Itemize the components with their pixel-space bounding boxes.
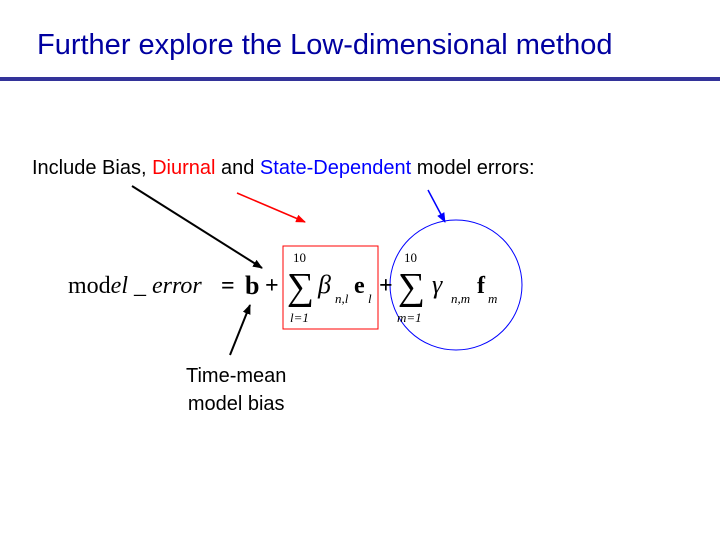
- time-mean-arrow: [229, 304, 251, 356]
- beta-symbol: β: [318, 270, 331, 299]
- title-divider: [0, 77, 720, 81]
- time-mean-label: Time-mean model bias: [186, 362, 286, 418]
- intro-diurnal: Diurnal: [152, 157, 216, 179]
- e-vector: e: [354, 273, 365, 299]
- slide-title: Further explore the Low-dimensional meth…: [37, 29, 613, 61]
- state-ellipse: [389, 219, 523, 351]
- bias-arrow: [131, 185, 263, 269]
- time-mean-label-line1: Time-mean: [186, 365, 287, 387]
- intro-suffix: model errors:: [411, 157, 535, 179]
- plus-sign-1: +: [265, 273, 279, 299]
- intro-prefix: Include Bias,: [32, 157, 153, 179]
- plus-sign-2: +: [379, 273, 393, 299]
- diurnal-sum-lower: l=1: [290, 310, 309, 325]
- diurnal-sum-icon: ∑: [287, 266, 315, 308]
- lhs-italic: el _ error: [110, 273, 202, 299]
- lhs-upright: mod: [68, 273, 111, 299]
- state-arrow: [427, 189, 446, 223]
- equals-sign: =: [221, 273, 235, 299]
- diurnal-sum-upper: 10: [293, 250, 306, 265]
- intro-and: and: [215, 157, 260, 179]
- equation-lhs: model _ error: [68, 274, 202, 298]
- e-subscript: l: [368, 291, 372, 306]
- diurnal-box: [282, 245, 379, 330]
- bias-vector: b: [245, 271, 260, 300]
- f-vector: f: [477, 273, 485, 299]
- intro-text: Include Bias, Diurnal and State-Dependen…: [32, 158, 535, 178]
- state-sum-lower: m=1: [397, 310, 422, 325]
- gamma-symbol: γ: [432, 270, 443, 299]
- time-mean-label-line2: model bias: [187, 393, 285, 415]
- beta-subscript: n,l: [335, 291, 349, 306]
- gamma-subscript: n,m: [451, 291, 471, 306]
- state-sum-upper: 10: [404, 250, 417, 265]
- f-subscript: m: [488, 291, 498, 306]
- intro-state-dependent: State-Dependent: [259, 157, 412, 179]
- state-sum-icon: ∑: [398, 266, 426, 308]
- diurnal-arrow: [236, 192, 306, 223]
